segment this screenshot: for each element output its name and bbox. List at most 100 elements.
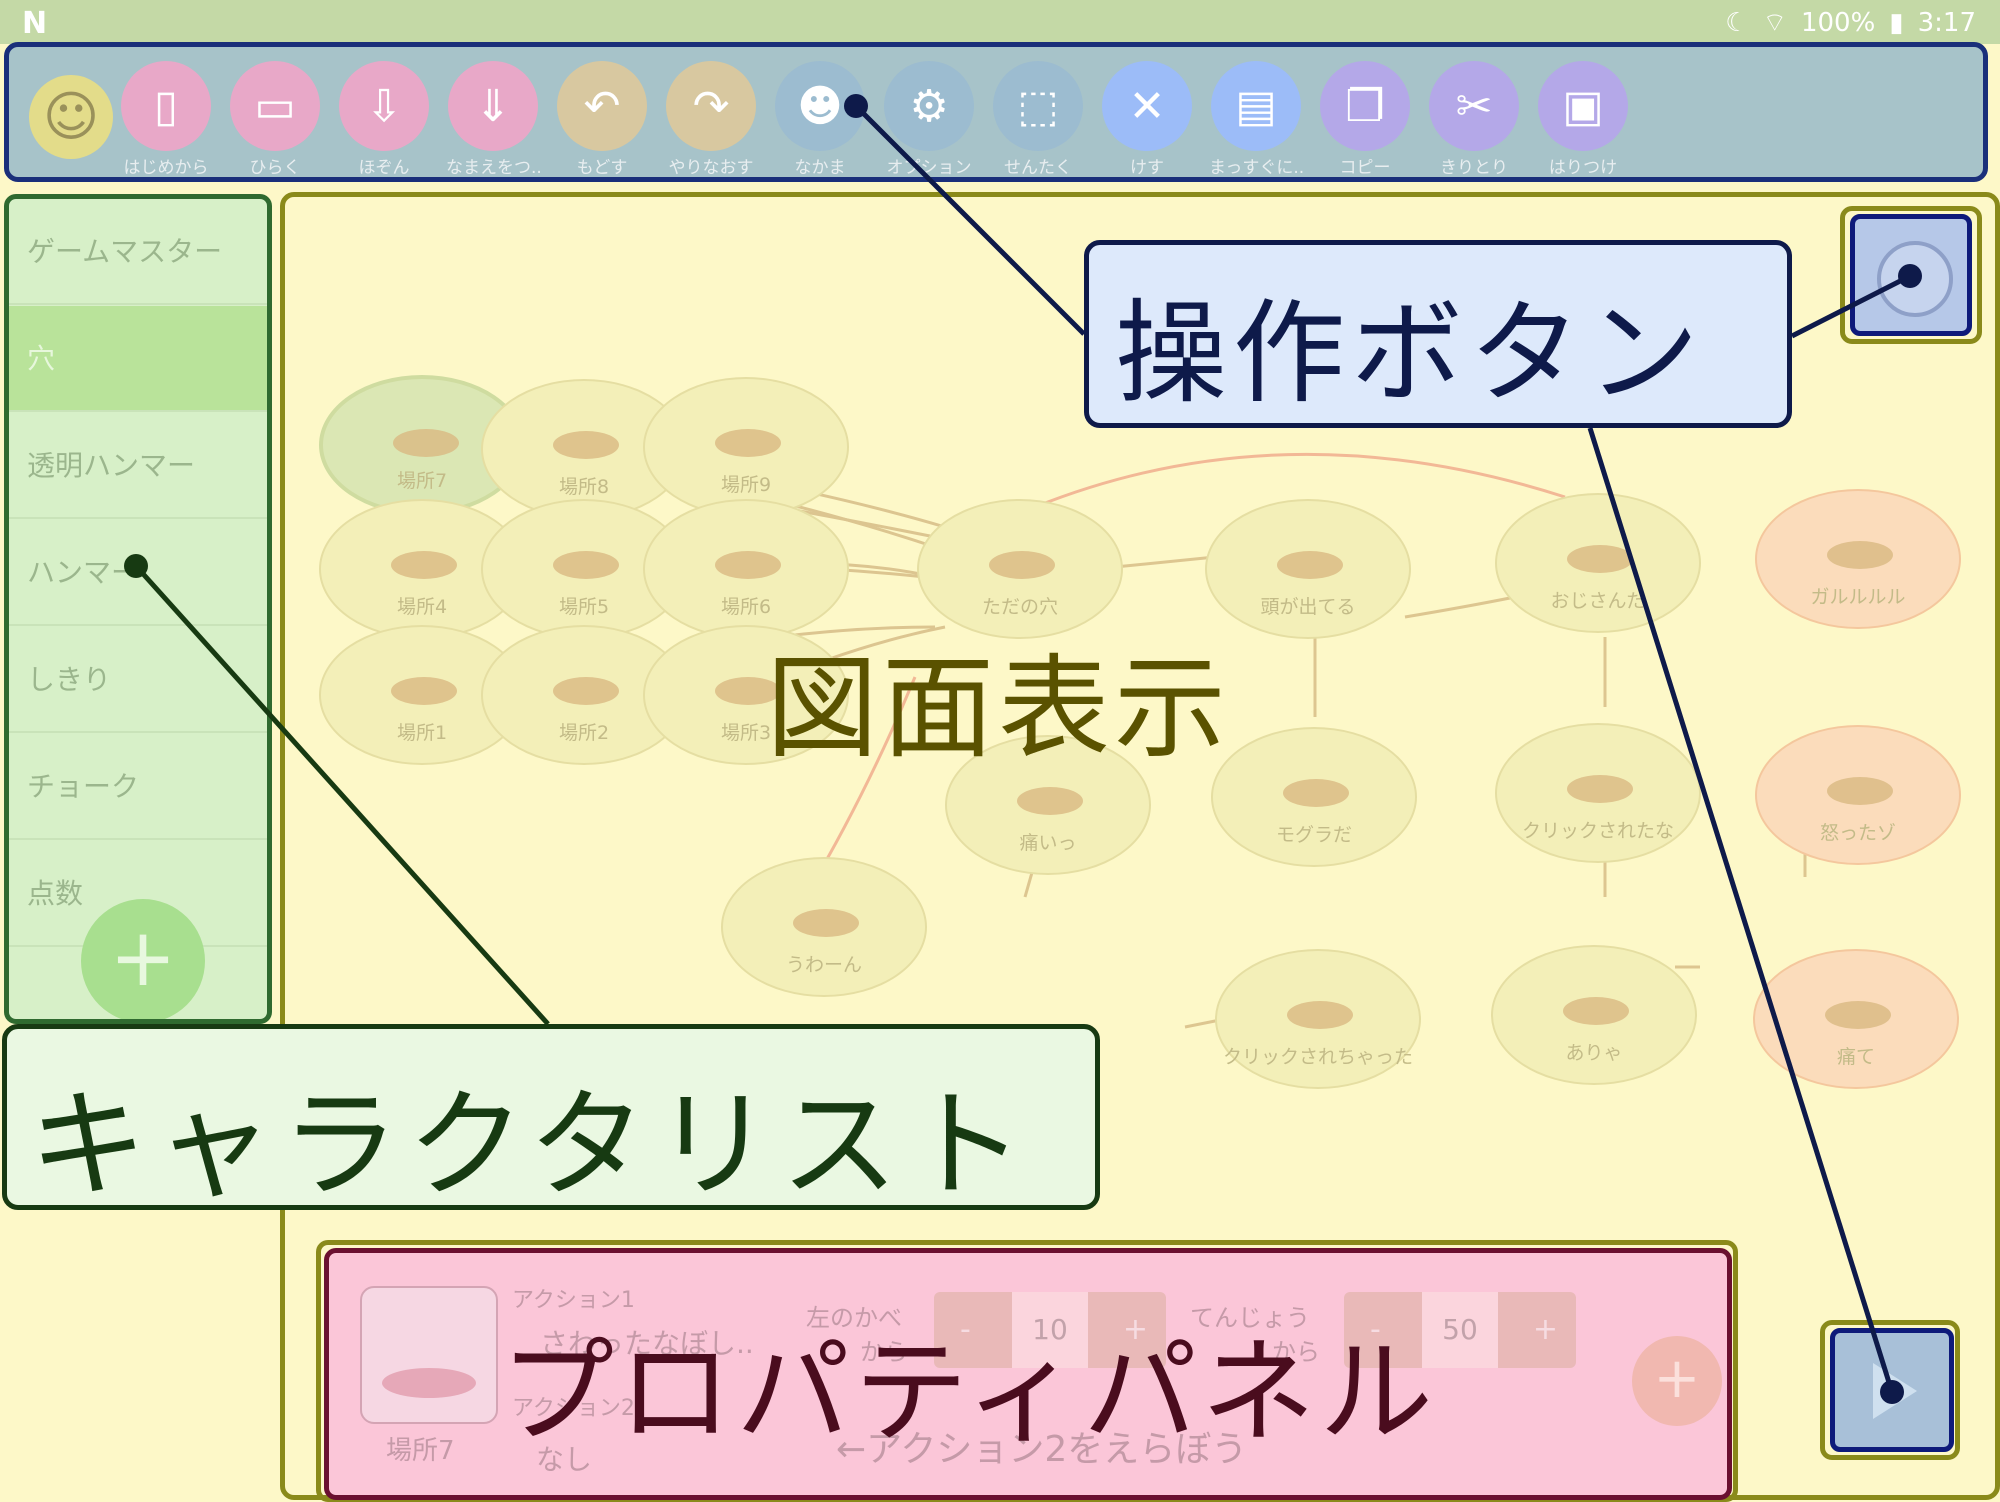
toolbar: ☺ ▯はじめから▭ひらく⇩ほぞん⇓なまえをつ..↶もどす↷やりなおす☻なかま⚙オ… (4, 42, 1988, 182)
state-node[interactable]: ありゃ (1491, 945, 1697, 1085)
moon-icon: ☾ (1725, 7, 1749, 38)
cat-logo-icon[interactable]: ☺ (29, 75, 113, 159)
toolbar-button-folder[interactable]: ▭ひらく (228, 61, 322, 178)
toolbar-button-redo[interactable]: ↷やりなおす (664, 61, 758, 178)
sidebar-item-1[interactable]: 穴 (9, 306, 267, 412)
toolbar-button-label: なかま (794, 158, 846, 178)
notification-logo-icon: N (22, 6, 48, 41)
state-node[interactable]: 場所6 (643, 499, 849, 639)
state-node[interactable]: うわーん (721, 857, 927, 997)
state-node[interactable]: 怒ったゾ (1755, 725, 1961, 865)
callout-dot-toolbar (844, 94, 868, 118)
toolbar-button-label: ほぞん (358, 158, 410, 178)
ceiling-from-label: から (1272, 1338, 1320, 1366)
add-action-button[interactable]: + (1632, 1336, 1722, 1426)
sidebar-item-3[interactable]: ハンマー (9, 520, 267, 626)
toolbar-button-label: はじめから (123, 158, 209, 178)
character-list: ゲームマスター穴透明ハンマーハンマーしきりチョーク点数 + (4, 194, 272, 1024)
select-icon: ⬚ (993, 61, 1083, 151)
left-wall-value[interactable]: 10 (1012, 1292, 1088, 1368)
hole-icon (391, 677, 457, 705)
ceiling-value[interactable]: 50 (1422, 1292, 1498, 1368)
hole-icon (715, 551, 781, 579)
character-thumbnail[interactable] (360, 1286, 498, 1424)
ceiling-minus-button[interactable]: - (1370, 1312, 1381, 1347)
sidebar-item-5[interactable]: チョーク (9, 734, 267, 840)
toolbar-button-label: なまえをつ.. (446, 158, 540, 178)
state-node-label: 痛て (1836, 1046, 1875, 1068)
sidebar-item-2[interactable]: 透明ハンマー (9, 413, 267, 519)
state-node-label: 場所8 (558, 476, 610, 498)
toolbar-button-label: けす (1130, 158, 1164, 178)
status-indicators: ☾ ⌔ 100% ▮ 3:17 (1725, 6, 1976, 39)
hole-icon (393, 429, 459, 457)
character-icon (1287, 1001, 1353, 1029)
toolbar-button-ruler[interactable]: ▤まっすぐに.. (1209, 61, 1303, 178)
callout-dot-camera (1898, 264, 1922, 288)
save-as-icon: ⇓ (448, 61, 538, 151)
toolbar-button-copy[interactable]: ❐コピー (1318, 61, 1412, 178)
drawing-view-text: 図面表示 (766, 644, 1230, 774)
sidebar-item-4[interactable]: しきり (9, 627, 267, 733)
ceiling-stepper[interactable]: - 50 + (1344, 1292, 1576, 1368)
status-bar: N ☾ ⌔ 100% ▮ 3:17 (0, 0, 2000, 44)
character-icon (1567, 545, 1633, 573)
toolbar-button-new-document[interactable]: ▯はじめから (119, 61, 213, 178)
state-node[interactable]: ただの穴 (917, 499, 1123, 639)
left-wall-minus-button[interactable]: - (960, 1312, 971, 1347)
callout-dot-play (1880, 1380, 1904, 1404)
toolbar-button-label: きりとり (1440, 158, 1508, 178)
state-node-label: 場所2 (558, 722, 610, 744)
action1-select[interactable]: さわったなぼし.. (540, 1327, 754, 1360)
state-node-label: 怒ったゾ (1819, 822, 1896, 844)
camera-button-frame (1840, 206, 1982, 344)
toolbar-button-save-as[interactable]: ⇓ なまえをつ.. (446, 61, 540, 178)
hole-icon (382, 1368, 476, 1398)
toolbar-button-save[interactable]: ⇩ ほぞん (337, 61, 431, 178)
state-node[interactable]: 痛て (1753, 949, 1959, 1089)
character-icon (1277, 551, 1343, 579)
state-node[interactable]: モグラだ (1211, 727, 1417, 867)
toolbar-button-gear[interactable]: ⚙オプション (882, 61, 976, 178)
action-hint: ←アクション2をえらぼう (836, 1429, 1248, 1470)
hole-icon (391, 551, 457, 579)
toolbar-button-label: まっすぐに.. (1209, 158, 1303, 178)
state-node-label: ただの穴 (981, 596, 1058, 618)
left-wall-plus-button[interactable]: + (1122, 1312, 1148, 1347)
folder-icon: ▭ (230, 61, 320, 151)
state-node-label: 場所9 (720, 474, 772, 496)
left-wall-label: 左のかべ (806, 1304, 902, 1332)
state-node-label: クリックされちゃった (1222, 1046, 1413, 1068)
state-node[interactable]: おじさんだ (1495, 493, 1701, 633)
state-node-label: モグラだ (1275, 824, 1352, 846)
state-node[interactable]: ガルルルル (1755, 489, 1961, 629)
state-node[interactable]: クリックされちゃった (1215, 949, 1421, 1089)
action2-title: アクション2 (512, 1396, 635, 1421)
ceiling-plus-button[interactable]: + (1532, 1312, 1558, 1347)
add-character-button[interactable]: + (81, 899, 205, 1019)
save-icon: ⇩ (339, 61, 429, 151)
toolbar-button-paste[interactable]: ▣はりつけ (1536, 61, 1630, 178)
left-wall-stepper[interactable]: - 10 + (934, 1292, 1166, 1368)
clock: 3:17 (1917, 7, 1976, 38)
sidebar-item-0[interactable]: ゲームマスター (9, 199, 267, 305)
left-wall-from-label: から (860, 1338, 908, 1366)
state-node[interactable]: 場所3 (643, 625, 849, 765)
state-node-label: 場所7 (396, 470, 448, 492)
action2-select[interactable]: なし (536, 1443, 593, 1476)
gear-icon: ⚙ (884, 61, 974, 151)
character-list-callout: キャラクタリスト (2, 1024, 1100, 1214)
state-node[interactable]: クリックされたな (1495, 723, 1701, 863)
state-node-label: おじさんだ (1550, 590, 1646, 612)
state-node[interactable]: 頭が出てる (1205, 499, 1411, 639)
toolbar-button-delete[interactable]: ✕けす (1100, 61, 1194, 178)
state-node-label: うわーん (785, 954, 862, 976)
state-node[interactable]: 痛いっ (945, 735, 1151, 875)
toolbar-button-label: コピー (1339, 158, 1391, 178)
hole-icon (715, 429, 781, 457)
hole-icon (553, 551, 619, 579)
state-node-label: 場所4 (396, 596, 448, 618)
toolbar-button-cut[interactable]: ✂きりとり (1427, 61, 1521, 178)
toolbar-button-undo[interactable]: ↶もどす (555, 61, 649, 178)
toolbar-button-select[interactable]: ⬚せんたく (991, 61, 1085, 178)
